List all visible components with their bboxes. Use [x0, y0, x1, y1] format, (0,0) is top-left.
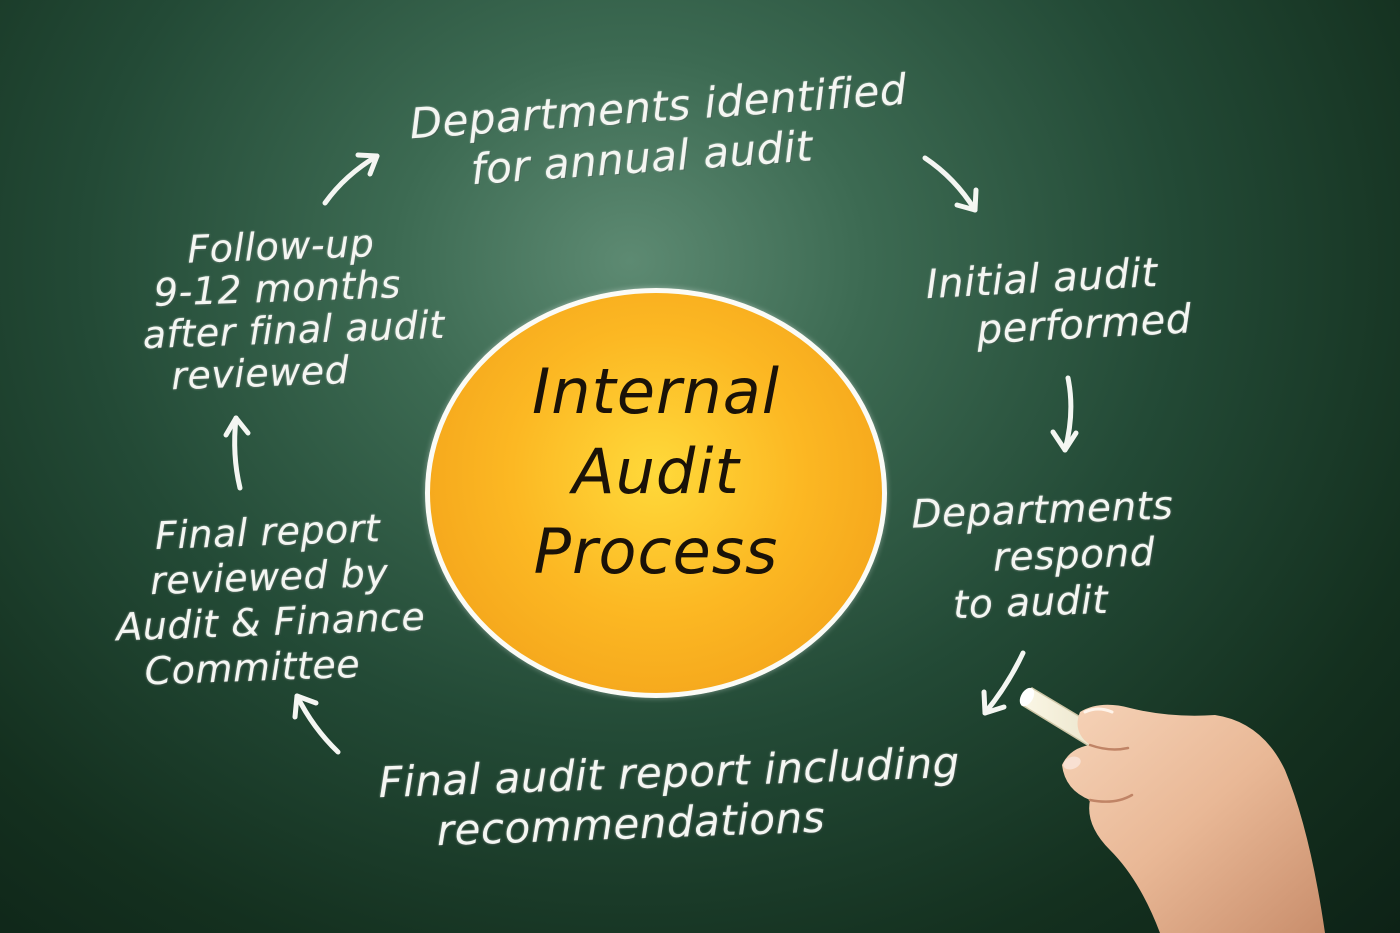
hand: [1061, 705, 1325, 933]
